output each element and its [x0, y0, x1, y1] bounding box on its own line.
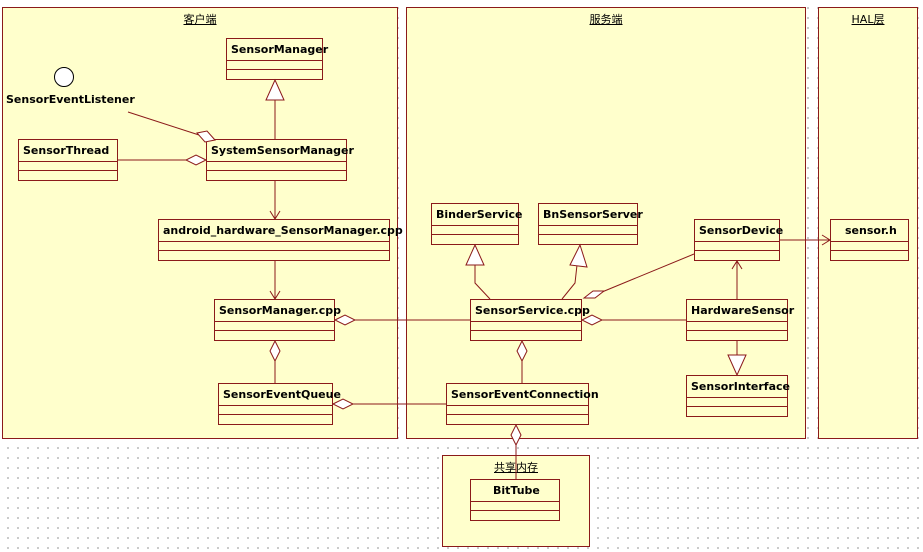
class-name: SystemSensorManager: [207, 140, 354, 162]
class-bn-sensor-server[interactable]: BnSensorServer: [538, 203, 643, 245]
class-sensor-interface[interactable]: SensorInterface: [686, 375, 790, 417]
class-sensor-event-connection[interactable]: SensorEventConnection: [446, 383, 599, 425]
class-sensor-service-cpp[interactable]: SensorService.cpp: [470, 299, 590, 341]
class-system-sensor-manager[interactable]: SystemSensorManager: [206, 139, 354, 181]
class-binder-service[interactable]: BinderService: [431, 203, 522, 245]
class-name: SensorManager: [227, 39, 328, 61]
class-name: SensorService.cpp: [471, 300, 590, 322]
class-name: HardwareSensor: [687, 300, 794, 322]
class-name: BinderService: [432, 204, 522, 226]
class-sensor-thread[interactable]: SensorThread: [18, 139, 118, 181]
class-name: android_hardware_SensorManager.cpp: [159, 220, 403, 242]
class-hardware-sensor[interactable]: HardwareSensor: [686, 299, 794, 341]
class-bit-tube[interactable]: BitTube: [470, 479, 560, 521]
class-sensor-h[interactable]: sensor.h: [830, 219, 909, 261]
class-name: SensorEventConnection: [447, 384, 599, 406]
hal-package-title: HAL层: [851, 13, 885, 26]
class-name: BnSensorServer: [539, 204, 643, 226]
class-sensor-event-queue[interactable]: SensorEventQueue: [218, 383, 341, 425]
class-name: SensorEventQueue: [219, 384, 341, 406]
class-android-hardware-sensor-manager-cpp[interactable]: android_hardware_SensorManager.cpp: [158, 219, 403, 261]
class-name: SensorManager.cpp: [215, 300, 341, 322]
class-name: sensor.h: [831, 220, 908, 242]
server-package-title: 服务端: [589, 13, 623, 26]
class-sensor-device[interactable]: SensorDevice: [694, 219, 783, 261]
client-package-title: 客户端: [183, 13, 217, 26]
class-name: SensorThread: [19, 140, 117, 162]
class-name: SensorDevice: [695, 220, 783, 242]
sensor-event-listener-label: SensorEventListener: [6, 93, 135, 106]
class-name: SensorInterface: [687, 376, 790, 398]
class-sensor-manager-cpp[interactable]: SensorManager.cpp: [214, 299, 341, 341]
interface-circle-icon: [54, 67, 74, 87]
class-name: BitTube: [471, 480, 559, 502]
class-sensor-manager[interactable]: SensorManager: [226, 38, 328, 80]
shared-memory-package-title: 共享内存: [494, 461, 538, 474]
